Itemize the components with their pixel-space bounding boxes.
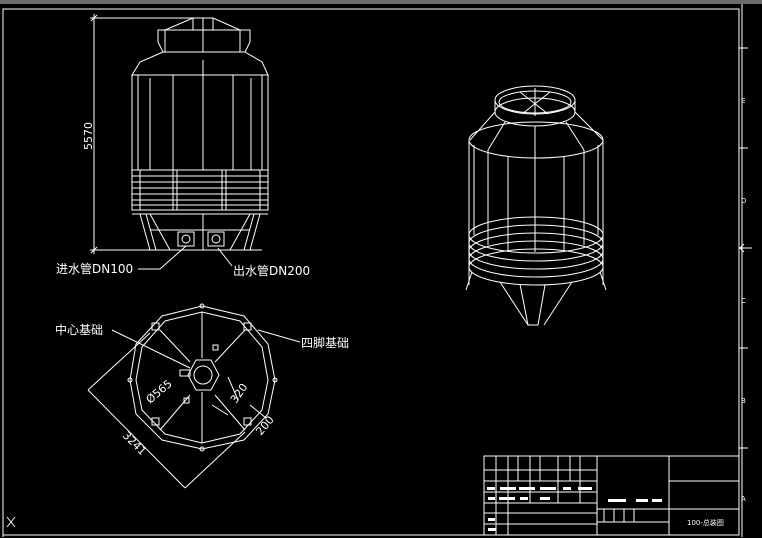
front-leaders bbox=[138, 245, 233, 270]
plan-view-foundation bbox=[87, 303, 301, 489]
zone-letter-c: C bbox=[741, 297, 746, 305]
four-legs-base-label: 四脚基础 bbox=[301, 335, 349, 350]
center-base-label: 中心基础 bbox=[55, 322, 103, 337]
inlet-pipe-label: 进水管DN100 bbox=[56, 261, 133, 276]
drawing-name-text: 100-总装图 bbox=[687, 518, 724, 527]
ucs-x-icon bbox=[6, 516, 16, 528]
dimension-3241-text: 3241 bbox=[120, 429, 149, 458]
top-toolbar-strip bbox=[0, 0, 762, 4]
drawing-border bbox=[2, 4, 752, 537]
zone-letter-d: D bbox=[741, 197, 746, 205]
height-dimension bbox=[90, 14, 195, 254]
front-view-tower bbox=[131, 17, 269, 251]
outlet-pipe-label: 出水管DN200 bbox=[233, 263, 310, 278]
zone-letter-b: B bbox=[741, 397, 746, 405]
cad-drawing-canvas[interactable]: 5570 进水管DN100 出水管DN200 中心基础 四脚基础 Ø565 32… bbox=[0, 4, 762, 538]
title-block-fills bbox=[487, 487, 662, 531]
title-block bbox=[483, 455, 740, 536]
zone-letter-a: A bbox=[741, 495, 746, 503]
height-dimension-text: 5570 bbox=[82, 122, 95, 150]
dimension-200-text: 200 bbox=[253, 413, 276, 437]
diameter-dimension-text: Ø565 bbox=[144, 377, 175, 406]
zone-letter-e: E bbox=[741, 97, 745, 105]
isometric-view-tower bbox=[465, 85, 607, 326]
